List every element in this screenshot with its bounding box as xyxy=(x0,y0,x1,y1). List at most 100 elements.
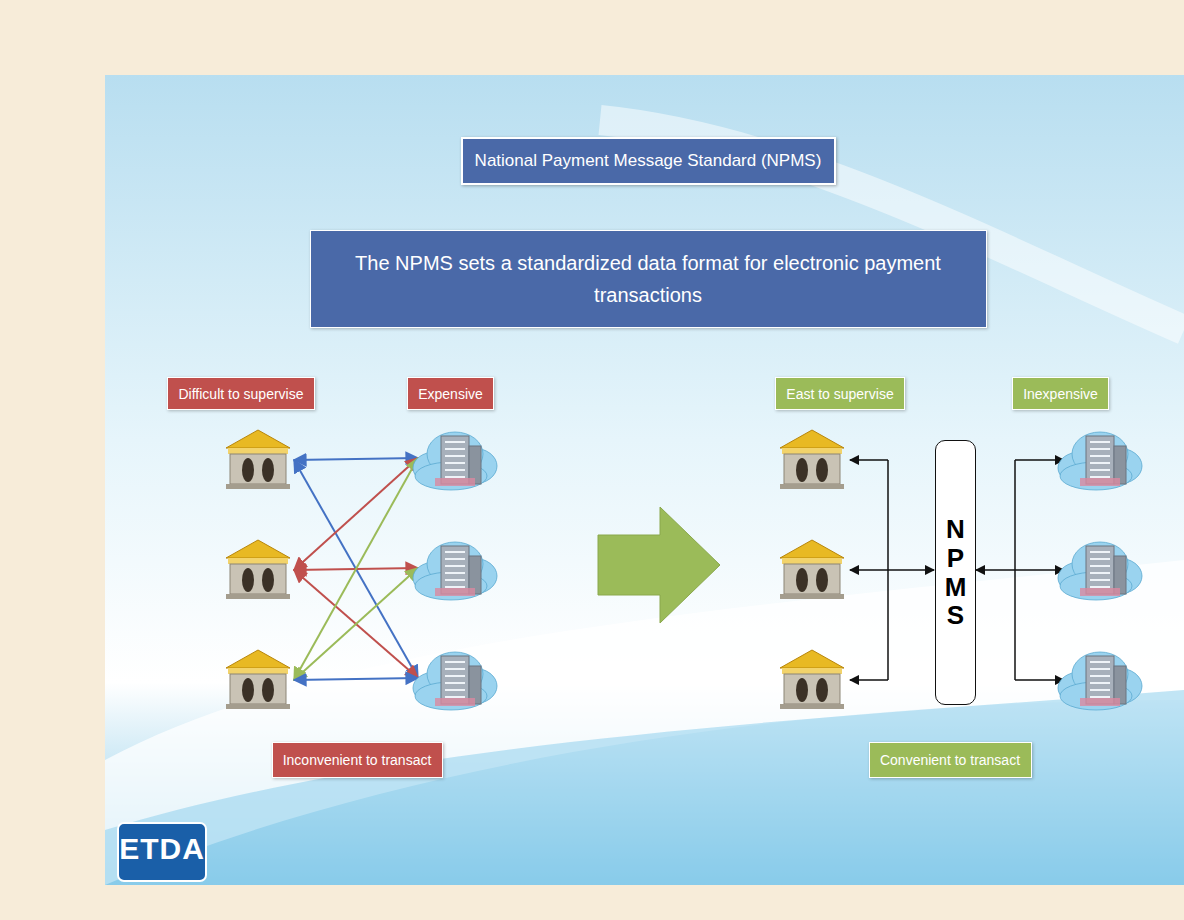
bank-figure xyxy=(816,678,828,702)
benefit-label: East to supervise xyxy=(775,377,905,410)
bank-arrow xyxy=(850,569,888,571)
bank-frieze xyxy=(228,668,288,674)
bank-icon xyxy=(780,650,844,709)
bank-figure xyxy=(796,568,808,592)
bank-body xyxy=(784,674,840,704)
window-row xyxy=(1090,696,1110,698)
bank-step xyxy=(226,704,290,709)
window-row xyxy=(1090,462,1110,464)
drawback-label: Difficult to supervise xyxy=(167,377,315,410)
npms-hub-box: NPMS xyxy=(935,440,976,705)
building-base xyxy=(1080,588,1120,596)
bank-figure xyxy=(262,678,274,702)
title-box: National Payment Message Standard (NPMS) xyxy=(461,137,836,185)
window-row xyxy=(1090,551,1110,553)
server-building-icon xyxy=(1058,542,1142,600)
bank-icon xyxy=(226,540,290,599)
mesh-connections xyxy=(294,458,418,680)
bank-figure xyxy=(262,568,274,592)
bank-body xyxy=(230,454,286,484)
window-row xyxy=(445,455,465,457)
building-base xyxy=(435,698,475,706)
window-row xyxy=(445,675,465,677)
bank-frieze xyxy=(228,558,288,564)
bank-figure xyxy=(262,458,274,482)
window-row xyxy=(1090,476,1110,478)
hub-arrow xyxy=(888,569,934,571)
bank-roof xyxy=(226,540,290,558)
window-row xyxy=(1090,586,1110,588)
window-row xyxy=(1090,661,1110,663)
building-block xyxy=(441,436,469,484)
mesh-link xyxy=(294,458,418,680)
building-block xyxy=(441,656,469,704)
mesh-link xyxy=(294,458,418,460)
window-row xyxy=(445,668,465,670)
window-row xyxy=(1090,441,1110,443)
bank-figure xyxy=(242,678,254,702)
window-row xyxy=(445,565,465,567)
mesh-link xyxy=(294,458,418,570)
window-row xyxy=(1090,579,1110,581)
box-text: Inexpensive xyxy=(1023,386,1098,402)
server-building-icon xyxy=(1058,432,1142,490)
window-row xyxy=(1090,448,1110,450)
bank-figure xyxy=(796,678,808,702)
bank-frieze xyxy=(228,448,288,454)
bank-figure xyxy=(242,458,254,482)
bank-roof xyxy=(780,650,844,668)
bank-figure xyxy=(242,568,254,592)
window-row xyxy=(1090,565,1110,567)
bank-figure xyxy=(816,568,828,592)
mesh-link xyxy=(294,678,418,680)
bank-roof xyxy=(226,650,290,668)
bank-arrow xyxy=(850,459,888,461)
window-row xyxy=(1090,675,1110,677)
bank-icon xyxy=(780,430,844,489)
bank-roof xyxy=(780,540,844,558)
box-text: Expensive xyxy=(418,386,483,402)
building-block xyxy=(1086,546,1114,594)
bank-frieze xyxy=(782,668,842,674)
summary-box: The NPMS sets a standardized data format… xyxy=(310,230,987,328)
window-row xyxy=(1090,455,1110,457)
bank-arrow xyxy=(850,679,888,681)
window-row xyxy=(1090,668,1110,670)
building-block xyxy=(441,546,469,594)
bank-roof xyxy=(226,430,290,448)
vertical-acronym: NPMS xyxy=(943,515,969,629)
benefit-label: Inexpensive xyxy=(1012,377,1109,410)
window-row xyxy=(445,689,465,691)
box-text: East to supervise xyxy=(786,386,893,402)
bank-frieze xyxy=(782,448,842,454)
bank-icon xyxy=(780,540,844,599)
building-block xyxy=(1086,436,1114,484)
building-block xyxy=(1086,656,1114,704)
bank-frieze xyxy=(782,558,842,564)
bank-body xyxy=(784,454,840,484)
window-row xyxy=(445,462,465,464)
bank-figure xyxy=(796,458,808,482)
window-row xyxy=(445,469,465,471)
bank-step xyxy=(226,594,290,599)
bank-icon xyxy=(226,430,290,489)
hub-arrow xyxy=(976,569,1015,571)
bank-body xyxy=(230,564,286,594)
server-building-icon xyxy=(413,432,497,490)
window-row xyxy=(1090,689,1110,691)
window-row xyxy=(445,572,465,574)
window-row xyxy=(445,661,465,663)
box-text: The NPMS sets a standardized data format… xyxy=(327,247,970,311)
window-row xyxy=(445,579,465,581)
window-row xyxy=(1090,558,1110,560)
title-text: National Payment Message Standard (NPMS) xyxy=(475,151,822,171)
server-arrow xyxy=(1015,459,1064,461)
window-row xyxy=(445,558,465,560)
drawback-label: Expensive xyxy=(407,377,494,410)
building-base xyxy=(1080,698,1120,706)
server-arrow xyxy=(1015,569,1064,571)
window-row xyxy=(445,696,465,698)
bank-roof xyxy=(780,430,844,448)
window-row xyxy=(445,586,465,588)
